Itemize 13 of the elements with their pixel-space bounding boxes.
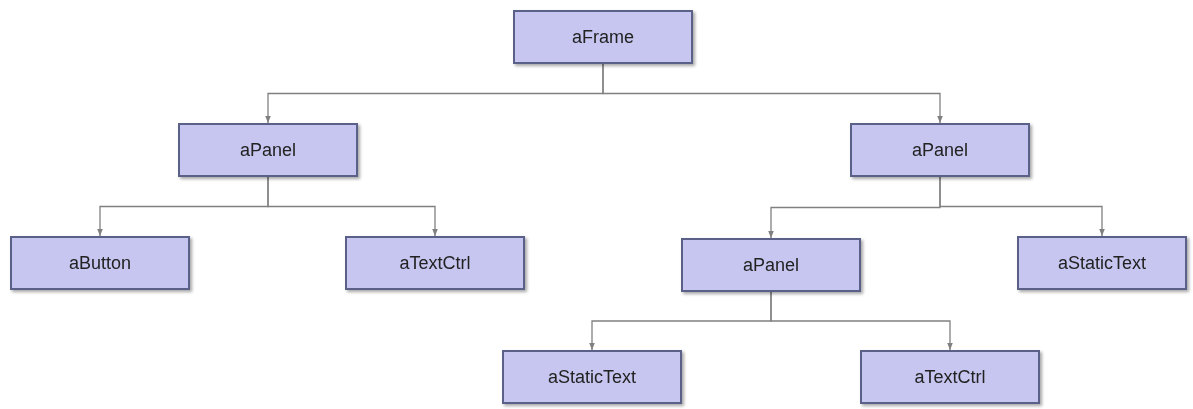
object-box: aPanel [850,123,1030,177]
object-box: aFrame [513,10,693,64]
object-box: aButton [10,236,190,290]
connector-arrow [602,63,943,124]
object-box: aPanel [178,123,358,177]
connector-arrow [939,176,1105,237]
object-box: aTextCtrl [345,236,525,290]
object-box: aPanel [681,238,861,292]
connector-arrow [267,176,438,237]
object-box: aStaticText [502,350,682,404]
object-box: aStaticText [1017,236,1187,290]
connector-arrow [770,291,953,351]
object-box: aTextCtrl [860,350,1040,404]
